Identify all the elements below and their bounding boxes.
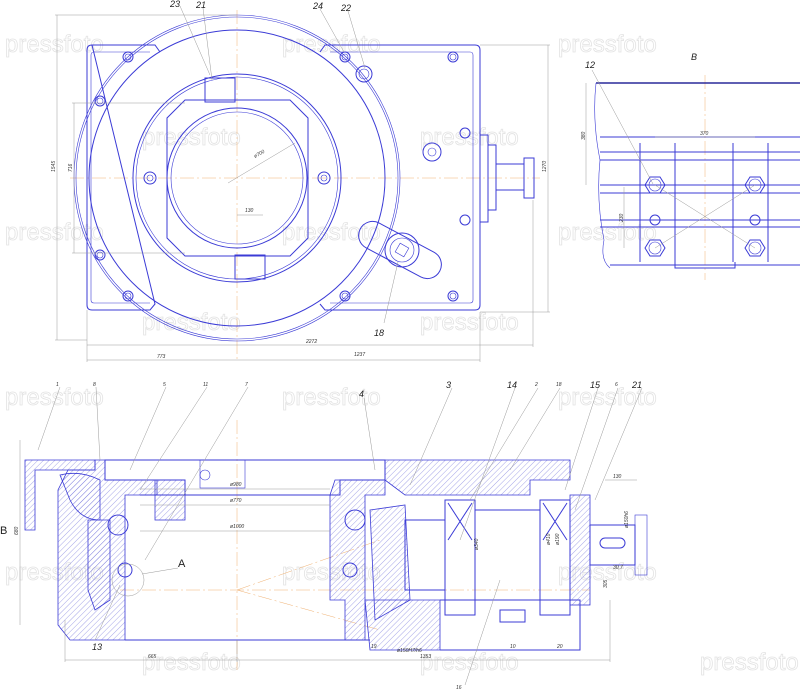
- section-callouts: 1 8 5 11 7 4 3 14 2 18 15 6 21 13 19 10 …: [37, 380, 643, 690]
- callout-12: 12: [585, 60, 595, 70]
- callout-2: 2: [534, 382, 538, 388]
- callout-13: 13: [92, 642, 102, 652]
- detail-a-label: A: [178, 558, 186, 570]
- callout-15: 15: [590, 380, 601, 390]
- callout-4: 4: [359, 389, 364, 399]
- view-b-title: B: [691, 52, 697, 62]
- watermark: pressfoto: [5, 219, 104, 246]
- callout-19: 19: [371, 644, 377, 650]
- watermark: pressfoto: [142, 649, 241, 676]
- callout-14: 14: [507, 380, 517, 390]
- view-b: B 380 370 230 12: [581, 52, 800, 280]
- watermarks: pressfoto pressfoto pressfoto pressfoto …: [5, 31, 800, 677]
- dim-left-width: 773: [157, 354, 166, 360]
- watermark: pressfoto: [558, 384, 657, 411]
- watermark: pressfoto: [558, 31, 657, 58]
- callout-24: 24: [312, 1, 323, 11]
- watermark: pressfoto: [700, 649, 799, 676]
- dim-section-height: 680: [14, 526, 20, 535]
- callout-1: 1: [56, 382, 59, 388]
- plan-view: ø700 130 1545 716 1270 2272 773 1237 23 …: [51, 0, 550, 362]
- watermark: pressfoto: [420, 124, 519, 151]
- dim-d770: ø770: [230, 498, 242, 504]
- callout-18: 18: [374, 328, 384, 338]
- dim-d980: ø980: [230, 482, 242, 488]
- dim-view-b-pitch: 230: [619, 213, 625, 223]
- watermark: pressfoto: [142, 124, 241, 151]
- dim-overall-width: 2272: [305, 339, 317, 345]
- dim-shaft-height: 305: [603, 579, 609, 588]
- callout-21: 21: [631, 380, 642, 390]
- callout-3: 3: [446, 380, 451, 390]
- callout-11: 11: [203, 382, 208, 388]
- dim-slot-width: 130: [245, 208, 254, 214]
- dim-offset: 30,7: [613, 565, 623, 571]
- dim-left-length: 665: [148, 654, 157, 660]
- watermark: pressfoto: [5, 31, 104, 58]
- watermark: pressfoto: [282, 384, 381, 411]
- callout-5: 5: [163, 382, 166, 388]
- dim-diameter: ø700: [253, 149, 266, 160]
- callout-18: 18: [556, 382, 562, 388]
- watermark: pressfoto: [558, 219, 657, 246]
- callout-21: 21: [195, 0, 206, 10]
- callout-23: 23: [169, 0, 180, 9]
- callout-22: 22: [340, 3, 351, 13]
- callout-16: 16: [456, 685, 462, 690]
- dim-fit: ø150H7/h6: [397, 648, 422, 654]
- section-view: 680 B 665 1353 ø980 ø770 ø1000 ø340 ø410…: [0, 380, 648, 690]
- dim-view-b-height: 380: [581, 131, 587, 140]
- dim-flange: 130: [613, 474, 622, 480]
- dim-right-length: 1353: [420, 654, 431, 660]
- dim-d340: ø340: [474, 538, 480, 550]
- callout-6: 6: [615, 382, 618, 388]
- bolt-heads: [644, 176, 766, 257]
- dim-view-b-spacing: 370: [700, 131, 709, 137]
- dim-shaft: ø150h6: [624, 511, 630, 528]
- callout-10: 10: [510, 644, 516, 650]
- dim-d410: ø410: [546, 533, 552, 545]
- input-shaft: [479, 134, 535, 223]
- watermark: pressfoto: [142, 309, 241, 336]
- dim-d190: ø190: [555, 533, 561, 545]
- dim-right-width: 1237: [354, 352, 365, 358]
- bolt-holes: [94, 51, 471, 302]
- callout-7: 7: [245, 382, 248, 388]
- watermark: pressfoto: [5, 384, 104, 411]
- eccentric-lever: [358, 220, 442, 280]
- callout-8: 8: [93, 382, 96, 388]
- dim-overall-height: 1545: [51, 161, 57, 172]
- watermark: pressfoto: [282, 219, 381, 246]
- dim-inner-height: 716: [68, 163, 74, 172]
- watermark: pressfoto: [420, 309, 519, 336]
- dim-right-height: 1270: [542, 161, 548, 172]
- view-b-arrow: B: [0, 525, 7, 537]
- dim-d1000: ø1000: [230, 524, 244, 530]
- callout-20: 20: [556, 644, 563, 650]
